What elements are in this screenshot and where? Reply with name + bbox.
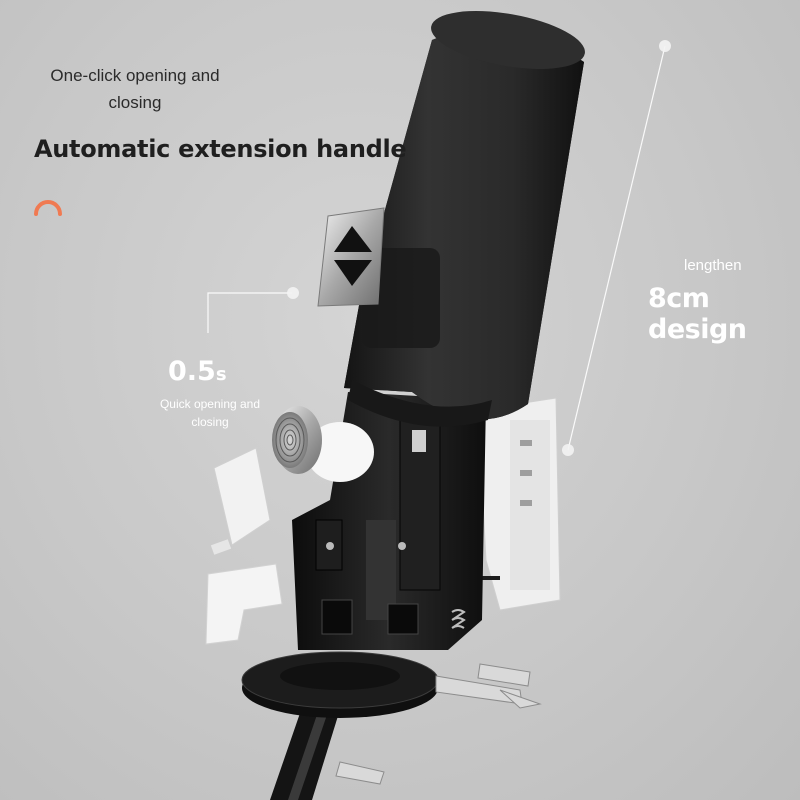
up-down-arrow-icon <box>317 207 385 307</box>
speed-leader-line <box>207 292 292 333</box>
length-measure-line <box>567 45 666 451</box>
headline-subtitle: One-click opening and closing <box>50 66 220 112</box>
coil-knob <box>272 406 374 482</box>
left-white-parts <box>205 447 283 645</box>
speed-leader-dot <box>287 287 299 299</box>
handle-body <box>344 11 585 427</box>
length-dot-top <box>659 40 671 52</box>
length-dot-bottom <box>562 444 574 456</box>
spring <box>451 609 466 629</box>
speed-caption: Quick opening and closing <box>159 397 261 429</box>
speed-value: 0.5s <box>168 356 227 387</box>
orange-arc-icon <box>34 200 62 216</box>
length-value: 8cm design <box>648 283 747 345</box>
speed-number: 0.5 <box>168 356 216 387</box>
right-white-bracket <box>470 397 561 611</box>
metal-clips <box>335 663 542 785</box>
speed-unit: s <box>215 364 227 385</box>
base-disc <box>241 651 439 718</box>
headline-title: Automatic extension handle <box>34 135 407 163</box>
length-label: lengthen <box>684 257 742 274</box>
